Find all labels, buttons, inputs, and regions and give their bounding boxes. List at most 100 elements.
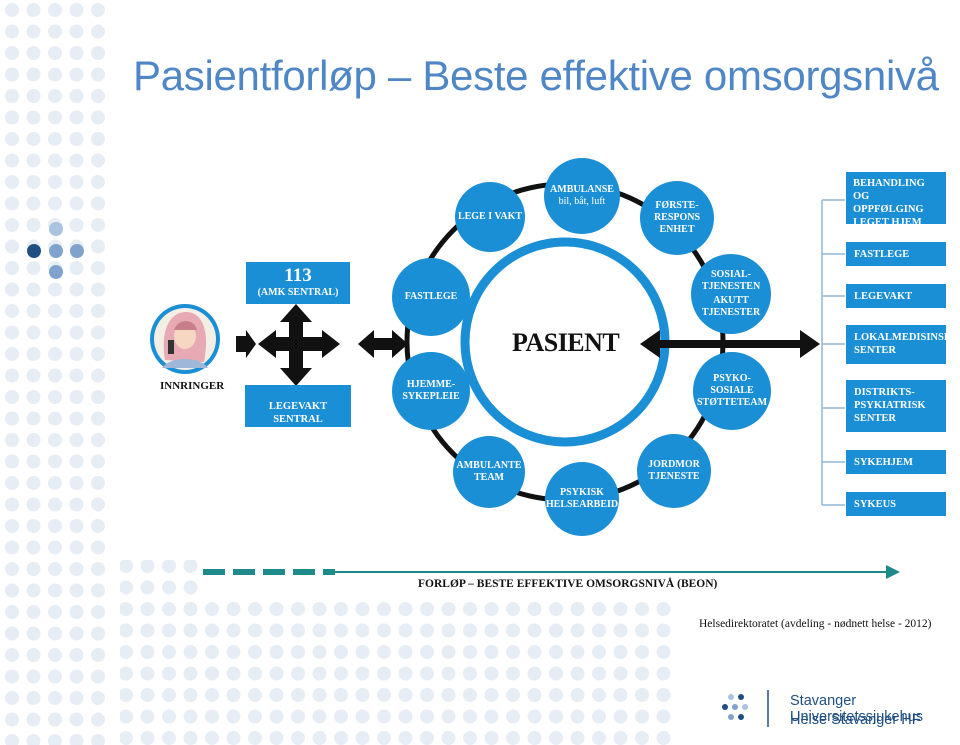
background-dot: [248, 709, 262, 724]
background-dot: [592, 602, 606, 616]
background-dot: [5, 476, 19, 490]
background-dot: [48, 519, 62, 533]
background-dot: [91, 304, 105, 318]
background-dot: [162, 709, 176, 724]
node-ambulante-line: TEAM: [474, 472, 504, 483]
background-dot: [48, 175, 62, 189]
background-dot: [334, 645, 348, 659]
background-dot: [91, 712, 105, 727]
background-dot: [26, 347, 41, 361]
right-box-sykeus: SYKEUS: [846, 492, 946, 516]
background-dot: [5, 67, 19, 82]
background-dot: [484, 731, 499, 745]
flow-label: FORLØP – BESTE EFFEKTIVE OMSORGSNIVÅ (BE…: [418, 578, 718, 590]
background-dot: [441, 602, 456, 616]
background-dot: [69, 497, 84, 512]
background-dot: [226, 666, 241, 681]
background-dot: [441, 645, 456, 659]
background-dot: [140, 731, 155, 745]
double-arrow-right: [640, 330, 820, 358]
node-ambulanse-title: AMBULANSE: [550, 184, 614, 195]
node-psykososiale-line: STØTTETEAM: [696, 397, 768, 408]
background-dot: [312, 623, 327, 638]
background-dot: [527, 666, 542, 681]
background-dot: [69, 540, 84, 555]
background-dot: [26, 433, 41, 447]
node-sosial-line: TJENESTER: [701, 307, 761, 318]
background-dot: [69, 605, 84, 619]
background-dot: [5, 433, 19, 447]
background-dot: [26, 175, 41, 189]
background-dot: [355, 688, 370, 702]
background-dot: [527, 709, 542, 724]
background-dot: [441, 709, 456, 724]
background-dot: [48, 368, 62, 383]
background-dot: [656, 688, 671, 702]
background-dot: [162, 688, 176, 702]
background-dot: [291, 666, 305, 681]
background-dot: [183, 560, 198, 573]
background-dot: [355, 645, 370, 659]
background-dot: [140, 688, 155, 702]
node-psykisk-line: PSYKISK: [560, 487, 604, 498]
background-dot: [48, 325, 62, 340]
caller-avatar: [150, 304, 220, 374]
background-dot: [26, 196, 41, 211]
background-dot-pattern-bottom: [120, 560, 671, 745]
background-dot: [26, 691, 41, 705]
background-dot: [48, 89, 62, 103]
background-dot: [291, 709, 305, 724]
background-dot: [248, 645, 262, 659]
background-dot: [183, 666, 198, 681]
background-dot: [91, 519, 105, 533]
background-dot: [205, 731, 219, 745]
background-dot: [506, 709, 520, 724]
background-dot: [398, 731, 413, 745]
background-dot: [69, 261, 84, 275]
background-dot: [26, 132, 41, 146]
background-dot: [484, 645, 499, 659]
background-dot: [48, 454, 62, 469]
background-dot: [377, 731, 391, 745]
accent-dot: [49, 222, 63, 236]
background-dot: [140, 666, 155, 681]
box-113-number: 113: [284, 265, 312, 286]
background-dot: [420, 666, 434, 681]
background-dot: [26, 110, 41, 125]
background-dot: [527, 623, 542, 638]
background-dot: [91, 691, 105, 705]
background-dot: [91, 433, 105, 447]
background-dot: [5, 325, 19, 340]
background-dot: [91, 368, 105, 383]
background-dot: [26, 669, 41, 684]
background-dot: [120, 688, 133, 702]
background-dot: [5, 239, 19, 254]
background-dot: [162, 623, 176, 638]
background-dot: [5, 261, 19, 275]
background-dot: [635, 688, 649, 702]
background-dot: [355, 731, 370, 745]
background-dot: [48, 540, 62, 555]
background-dot: [183, 623, 198, 638]
background-dot: [312, 709, 327, 724]
background-dot: [441, 688, 456, 702]
right-box-legevakt: LEGEVAKT: [846, 284, 946, 308]
background-dot: [5, 583, 19, 598]
background-dot: [91, 89, 105, 103]
background-dot: [162, 560, 176, 573]
background-dot: [69, 67, 84, 82]
background-dot: [334, 731, 348, 745]
background-dot: [91, 562, 105, 576]
background-dot: [506, 645, 520, 659]
background-dot: [656, 623, 671, 638]
background-dot: [91, 3, 105, 17]
background-dot: [398, 666, 413, 681]
background-dot: [5, 497, 19, 512]
background-dot: [420, 602, 434, 616]
background-dot: [506, 666, 520, 681]
logo-text-line2: Helse Stavanger HF: [790, 712, 921, 728]
right-box-fastlege: FASTLEGE: [846, 242, 946, 266]
background-dot: [26, 325, 41, 340]
background-dot: [69, 175, 84, 189]
background-dot: [570, 731, 585, 745]
